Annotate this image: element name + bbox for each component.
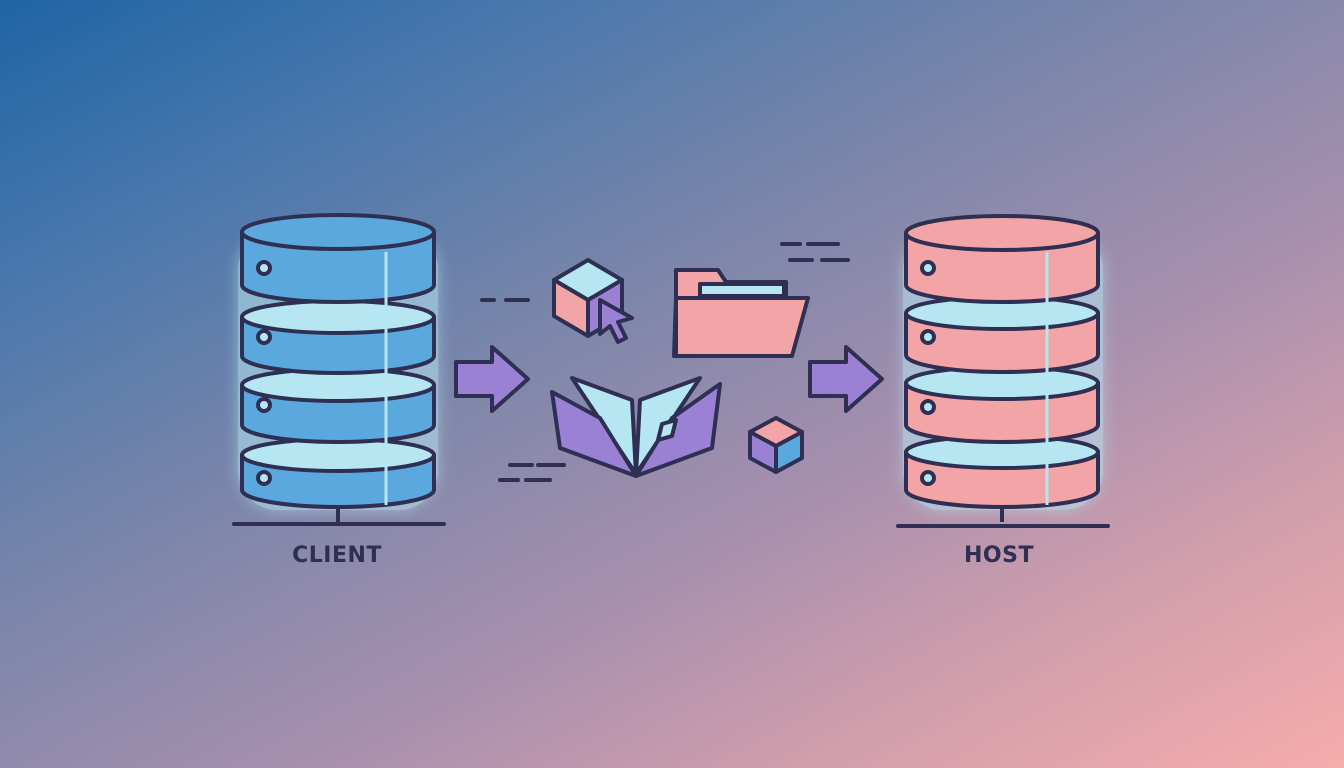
client-server-icon [232, 213, 446, 526]
host-server-icon [896, 214, 1110, 528]
open-book-icon [550, 376, 722, 478]
cursor-icon [598, 298, 634, 344]
arrow-right-icon [454, 345, 530, 413]
host-label: HOST [964, 543, 1034, 568]
cube-icon [748, 416, 804, 474]
arrow-right-icon [808, 345, 884, 413]
speed-lines-icon [780, 242, 850, 262]
client-label: CLIENT [292, 543, 382, 568]
folder-icon [672, 268, 810, 358]
speed-lines-icon [498, 463, 566, 482]
